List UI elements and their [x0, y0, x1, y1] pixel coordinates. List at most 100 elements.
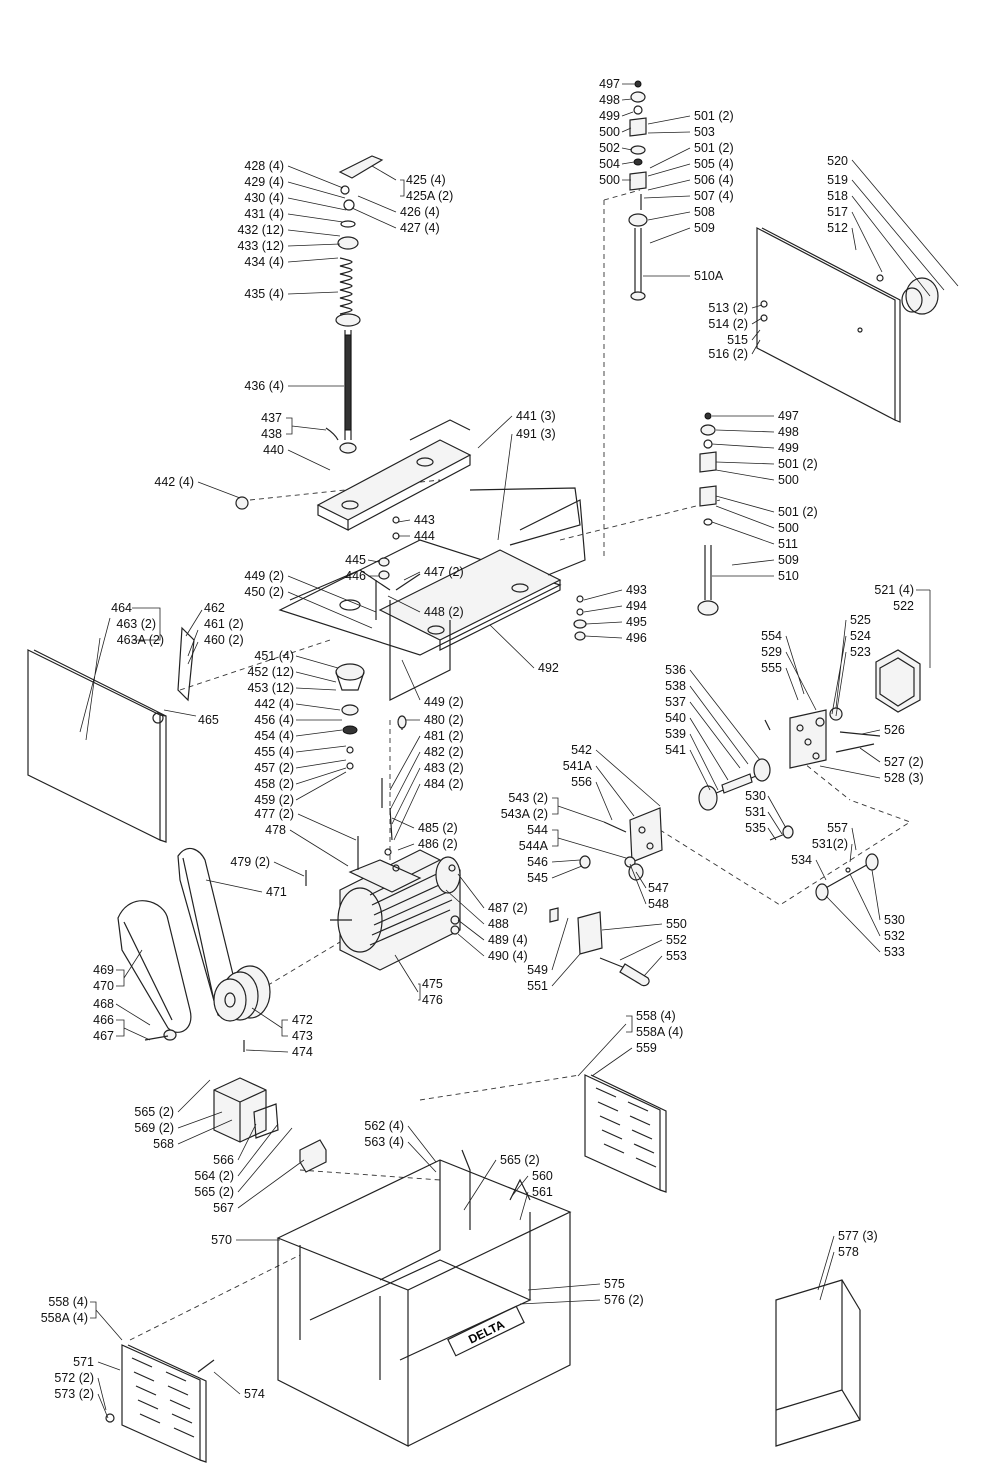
label-495: 495	[626, 615, 647, 629]
label-563: 563 (4)	[364, 1135, 404, 1149]
label-498b: 498	[778, 425, 799, 439]
spring-coil	[339, 257, 353, 315]
label-539: 539	[665, 727, 686, 741]
label-467: 467	[93, 1029, 114, 1043]
label-472: 472	[292, 1013, 313, 1027]
label-575: 575	[604, 1277, 625, 1291]
label-453: 453 (12)	[247, 681, 294, 695]
label-559: 559	[636, 1041, 657, 1055]
label-440: 440	[263, 443, 284, 457]
label-510: 510	[778, 569, 799, 583]
label-461: 461 (2)	[204, 617, 244, 631]
label-431: 431 (4)	[244, 207, 284, 221]
label-534: 534	[791, 853, 812, 867]
label-571: 571	[73, 1355, 94, 1369]
label-517: 517	[827, 205, 848, 219]
label-499b: 499	[778, 441, 799, 455]
label-470: 470	[93, 979, 114, 993]
label-555: 555	[761, 661, 782, 675]
label-455: 455 (4)	[254, 745, 294, 759]
label-527: 527 (2)	[884, 755, 924, 769]
louvers-left	[131, 1357, 195, 1438]
label-492: 492	[538, 661, 559, 675]
label-565a: 565 (2)	[134, 1105, 174, 1119]
label-444: 444	[414, 529, 435, 543]
delta-logo: DELTA	[466, 1317, 507, 1346]
label-496: 496	[626, 631, 647, 645]
label-538: 538	[665, 679, 686, 693]
label-500d: 500	[778, 521, 799, 535]
label-508: 508	[694, 205, 715, 219]
label-465: 465	[198, 713, 219, 727]
label-567: 567	[213, 1201, 234, 1215]
label-500a: 500	[599, 125, 620, 139]
assembly-guide-lines	[129, 189, 912, 1341]
label-483: 483 (2)	[424, 761, 464, 775]
label-430: 430 (4)	[244, 191, 284, 205]
label-523: 523	[850, 645, 871, 659]
label-544a: 544A	[519, 839, 549, 853]
label-558ab: 558A (4)	[41, 1311, 88, 1325]
louvers-right	[595, 1087, 657, 1168]
label-497a: 497	[599, 77, 620, 91]
label-480: 480 (2)	[424, 713, 464, 727]
label-438: 438	[261, 427, 282, 441]
label-557: 557	[827, 821, 848, 835]
label-532: 532	[884, 929, 905, 943]
label-566: 566	[213, 1153, 234, 1167]
label-489: 489 (4)	[488, 933, 528, 947]
label-526: 526	[884, 723, 905, 737]
label-494: 494	[626, 599, 647, 613]
label-501c: 501 (2)	[778, 457, 818, 471]
label-493: 493	[626, 583, 647, 597]
label-530a: 530	[745, 789, 766, 803]
label-488: 488	[488, 917, 509, 931]
label-443: 443	[414, 513, 435, 527]
label-437: 437	[261, 411, 282, 425]
label-425a: 425A (2)	[406, 189, 453, 203]
label-576: 576 (2)	[604, 1293, 644, 1307]
label-435: 435 (4)	[244, 287, 284, 301]
label-442b: 442 (4)	[254, 697, 294, 711]
label-561: 561	[532, 1185, 553, 1199]
label-442a: 442 (4)	[154, 475, 194, 489]
label-487: 487 (2)	[488, 901, 528, 915]
label-500b: 500	[599, 173, 620, 187]
label-577: 577 (3)	[838, 1229, 878, 1243]
label-503: 503	[694, 125, 715, 139]
label-552: 552	[666, 933, 687, 947]
label-578: 578	[838, 1245, 859, 1259]
label-459: 459 (2)	[254, 793, 294, 807]
label-513: 513 (2)	[708, 301, 748, 315]
label-469: 469	[93, 963, 114, 977]
label-522: 522	[893, 599, 914, 613]
label-545: 545	[527, 871, 548, 885]
label-543: 543 (2)	[508, 791, 548, 805]
label-573: 573 (2)	[54, 1387, 94, 1401]
label-509b: 509	[778, 553, 799, 567]
label-535: 535	[745, 821, 766, 835]
label-429: 429 (4)	[244, 175, 284, 189]
label-447: 447 (2)	[424, 565, 464, 579]
label-531b: 531(2)	[812, 837, 848, 851]
gearbox-plate	[764, 707, 881, 769]
label-491: 491 (3)	[516, 427, 556, 441]
label-511: 511	[778, 537, 798, 551]
label-569: 569 (2)	[134, 1121, 174, 1135]
label-565b: 565 (2)	[194, 1185, 234, 1199]
label-434: 434 (4)	[244, 255, 284, 269]
left-louvered-panel	[105, 1344, 215, 1463]
label-451: 451 (4)	[254, 649, 294, 663]
label-486: 486 (2)	[418, 837, 458, 851]
label-562: 562 (4)	[364, 1119, 404, 1133]
label-450: 450 (2)	[244, 585, 284, 599]
label-460: 460 (2)	[204, 633, 244, 647]
label-428: 428 (4)	[244, 159, 284, 173]
label-468: 468	[93, 997, 114, 1011]
right-column-assembly-lower	[697, 412, 719, 616]
label-471: 471	[266, 885, 287, 899]
label-565c: 565 (2)	[500, 1153, 540, 1167]
table-casting	[316, 419, 472, 531]
label-425: 425 (4)	[406, 173, 446, 187]
label-560: 560	[532, 1169, 553, 1183]
